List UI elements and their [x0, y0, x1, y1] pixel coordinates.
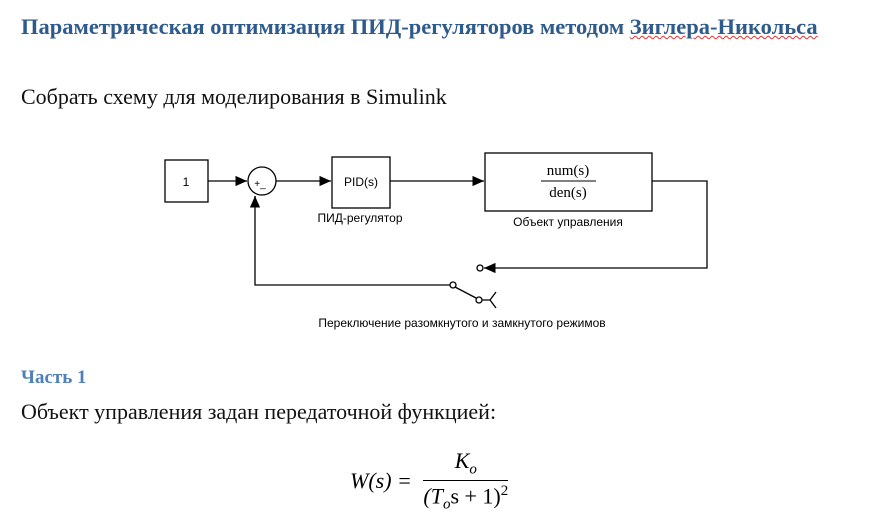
formula-exp: 2	[500, 483, 509, 500]
constant-value: 1	[183, 175, 190, 189]
plant-block[interactable]	[484, 152, 653, 212]
pid-block[interactable]	[331, 156, 391, 209]
document-title: Параметрическая оптимизация ПИД-регулято…	[21, 10, 896, 44]
switch-arm	[454, 286, 477, 299]
formula-lhs: W(s) =	[350, 468, 412, 494]
switch-contact	[449, 281, 457, 289]
formula-fraction: Ko (Tos + 1)2	[423, 448, 509, 514]
sum-signs: +_	[254, 179, 266, 190]
switch-contact	[476, 264, 484, 272]
instruction-text: Собрать схему для моделирования в Simuli…	[21, 84, 447, 109]
section-text: Объект управления задан передаточной фун…	[21, 399, 497, 424]
formula-numerator: K	[454, 448, 470, 473]
feedback-line	[254, 196, 450, 286]
formula-den: (T	[423, 483, 443, 509]
title-text: Параметрическая оптимизация ПИД-регулято…	[21, 14, 630, 39]
formula-num-sub: o	[469, 461, 477, 478]
formula-den-rest: s + 1)	[450, 483, 501, 509]
pid-block-label: PID(s)	[344, 175, 378, 189]
formula-den-sub: o	[442, 497, 451, 514]
feedback-line	[484, 180, 708, 274]
plant-caption: Объект управления	[513, 215, 623, 229]
pid-caption: ПИД-регулятор	[317, 211, 402, 225]
switch-caption: Переключение разомкнутого и замкнутого р…	[318, 316, 605, 330]
plant-numerator: num(s)	[547, 163, 590, 179]
simulink-diagram: 1 +_ PID(s) num(s) den(s) ПИД-регулятор …	[164, 152, 708, 330]
plant-denominator: den(s)	[549, 185, 587, 201]
transfer-function-formula: W(s) = Ko (Tos + 1)2	[350, 448, 509, 514]
section-heading: Часть 1	[21, 367, 87, 388]
title-name: Зиглера-Никольса	[629, 14, 818, 39]
